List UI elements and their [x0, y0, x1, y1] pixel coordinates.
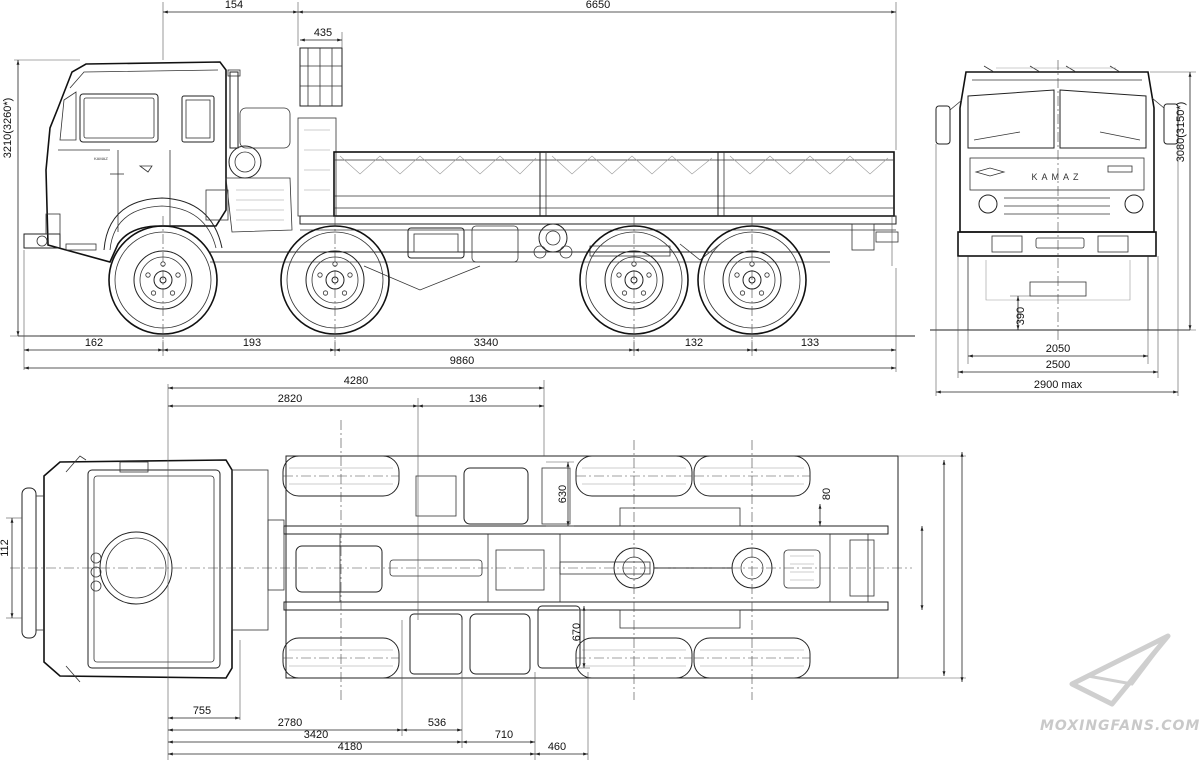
dim-height-right: 3080(3150*) — [1175, 102, 1187, 163]
dim-755: 755 — [193, 705, 211, 717]
front-dimensions: 3080(3150*) 390 2050 2500 2900 max — [935, 71, 1196, 396]
dim-460: 460 — [548, 741, 566, 753]
tanks-top — [409, 467, 581, 675]
dim-2780: 2780 — [278, 717, 302, 729]
dim-670: 670 — [571, 623, 583, 641]
chassis-side — [210, 223, 830, 291]
dim-133: 133 — [801, 337, 819, 349]
dim-630: 630 — [557, 485, 569, 503]
dim-4180: 4180 — [338, 741, 362, 753]
dim-136: 136 — [469, 393, 487, 405]
watermark-logo: MOXINGFANS.COM — [1040, 633, 1200, 734]
dim-4280: 4280 — [344, 375, 368, 387]
dim-162: 162 — [85, 337, 103, 349]
dim-390: 390 — [1015, 307, 1027, 325]
cab-front — [959, 71, 1155, 233]
cab-top — [21, 455, 285, 683]
dim-154: 154 — [225, 0, 243, 11]
side-dimensions: 154 6650 435 3210(3260*) 162 193 3340 13… — [2, 0, 897, 372]
dim-2820: 2820 — [278, 393, 302, 405]
dim-193: 193 — [243, 337, 261, 349]
watermark-text: MOXINGFANS.COM — [1040, 718, 1200, 734]
dim-132: 132 — [685, 337, 703, 349]
dim-2050: 2050 — [1046, 343, 1070, 355]
top-dimensions: 4280 2820 136 630 80 112 670 — [0, 375, 966, 760]
dim-710: 710 — [495, 729, 513, 741]
dim-3340: 3340 — [474, 337, 498, 349]
dim-2900: 2900 max — [1034, 379, 1083, 391]
dim-435: 435 — [314, 27, 332, 39]
dim-80: 80 — [821, 488, 833, 500]
dim-2500: 2500 — [1046, 359, 1070, 371]
cargo-body-top — [285, 455, 899, 679]
cab-side: KAMAZ — [23, 61, 293, 263]
side-view: KAMAZ — [18, 47, 915, 352]
cargo-body-side — [299, 151, 899, 266]
dim-9860: 9860 — [450, 355, 474, 367]
tires-top — [282, 455, 811, 679]
dim-112: 112 — [0, 539, 11, 557]
dim-6650: 6650 — [586, 0, 610, 11]
front-view: KAMAZ — [930, 60, 1190, 340]
dim-height-left: 3210(3260*) — [2, 98, 14, 159]
top-view — [10, 384, 912, 760]
dim-3420: 3420 — [304, 729, 328, 741]
cab-rack — [297, 47, 343, 217]
dim-536: 536 — [428, 717, 446, 729]
brand-label: KAMAZ — [1031, 172, 1082, 182]
wheels-side — [108, 225, 807, 335]
svg-text:KAMAZ: KAMAZ — [94, 156, 108, 161]
